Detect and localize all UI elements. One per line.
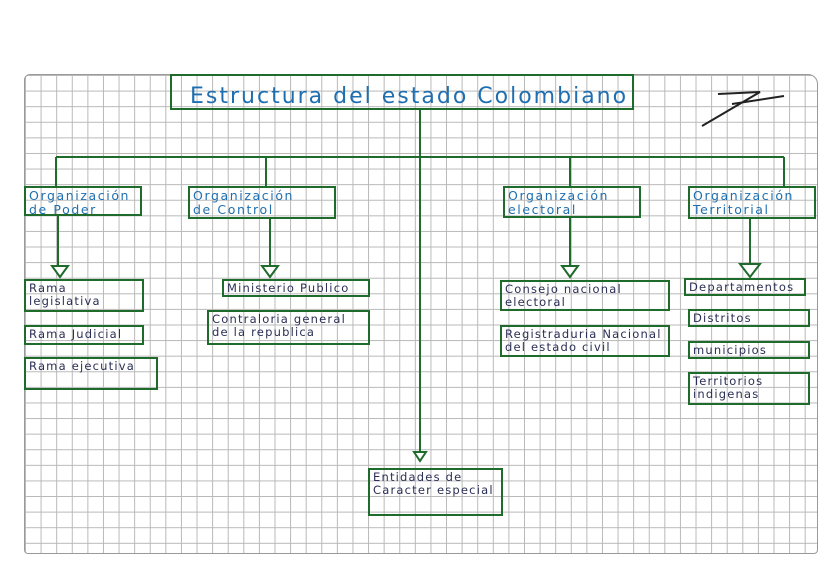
page-number-mark bbox=[701, 91, 785, 127]
item-entidades-especial: Entidades de Caracter especial bbox=[368, 468, 503, 516]
item-territorios-indigenas: Territorios indigenas bbox=[688, 372, 810, 405]
item-distritos: Distritos bbox=[688, 309, 810, 327]
branch-heading-poder: Organización de Poder bbox=[24, 186, 142, 217]
branch-heading-territorial: Organización Territorial bbox=[688, 186, 816, 219]
item-rama-judicial: Rama Judicial bbox=[24, 325, 144, 345]
diagram-title: Estructura del estado Colombiano bbox=[170, 74, 634, 110]
item-ministerio-publico: Ministerio Publico bbox=[222, 279, 370, 297]
branch-heading-electoral: Organización electoral bbox=[503, 186, 641, 218]
item-registraduria: Registraduria Nacional del estado civil bbox=[500, 325, 670, 357]
arrow-territorial bbox=[737, 263, 763, 279]
arrow-poder bbox=[50, 265, 70, 279]
item-departamentos: Departamentos bbox=[684, 278, 806, 296]
arrow-control bbox=[260, 265, 280, 279]
branch-heading-control: Organización de Control bbox=[188, 186, 336, 219]
item-rama-legislativa: Rama legislativa bbox=[24, 279, 144, 312]
item-consejo-electoral: Consejo nacional electoral bbox=[500, 280, 670, 311]
arrow-center bbox=[412, 451, 428, 463]
arrow-electoral bbox=[560, 265, 580, 279]
item-rama-ejecutiva: Rama ejecutiva bbox=[24, 357, 158, 390]
item-contraloria: Contraloria general de la republica bbox=[207, 310, 370, 345]
item-municipios: municipios bbox=[688, 341, 810, 359]
